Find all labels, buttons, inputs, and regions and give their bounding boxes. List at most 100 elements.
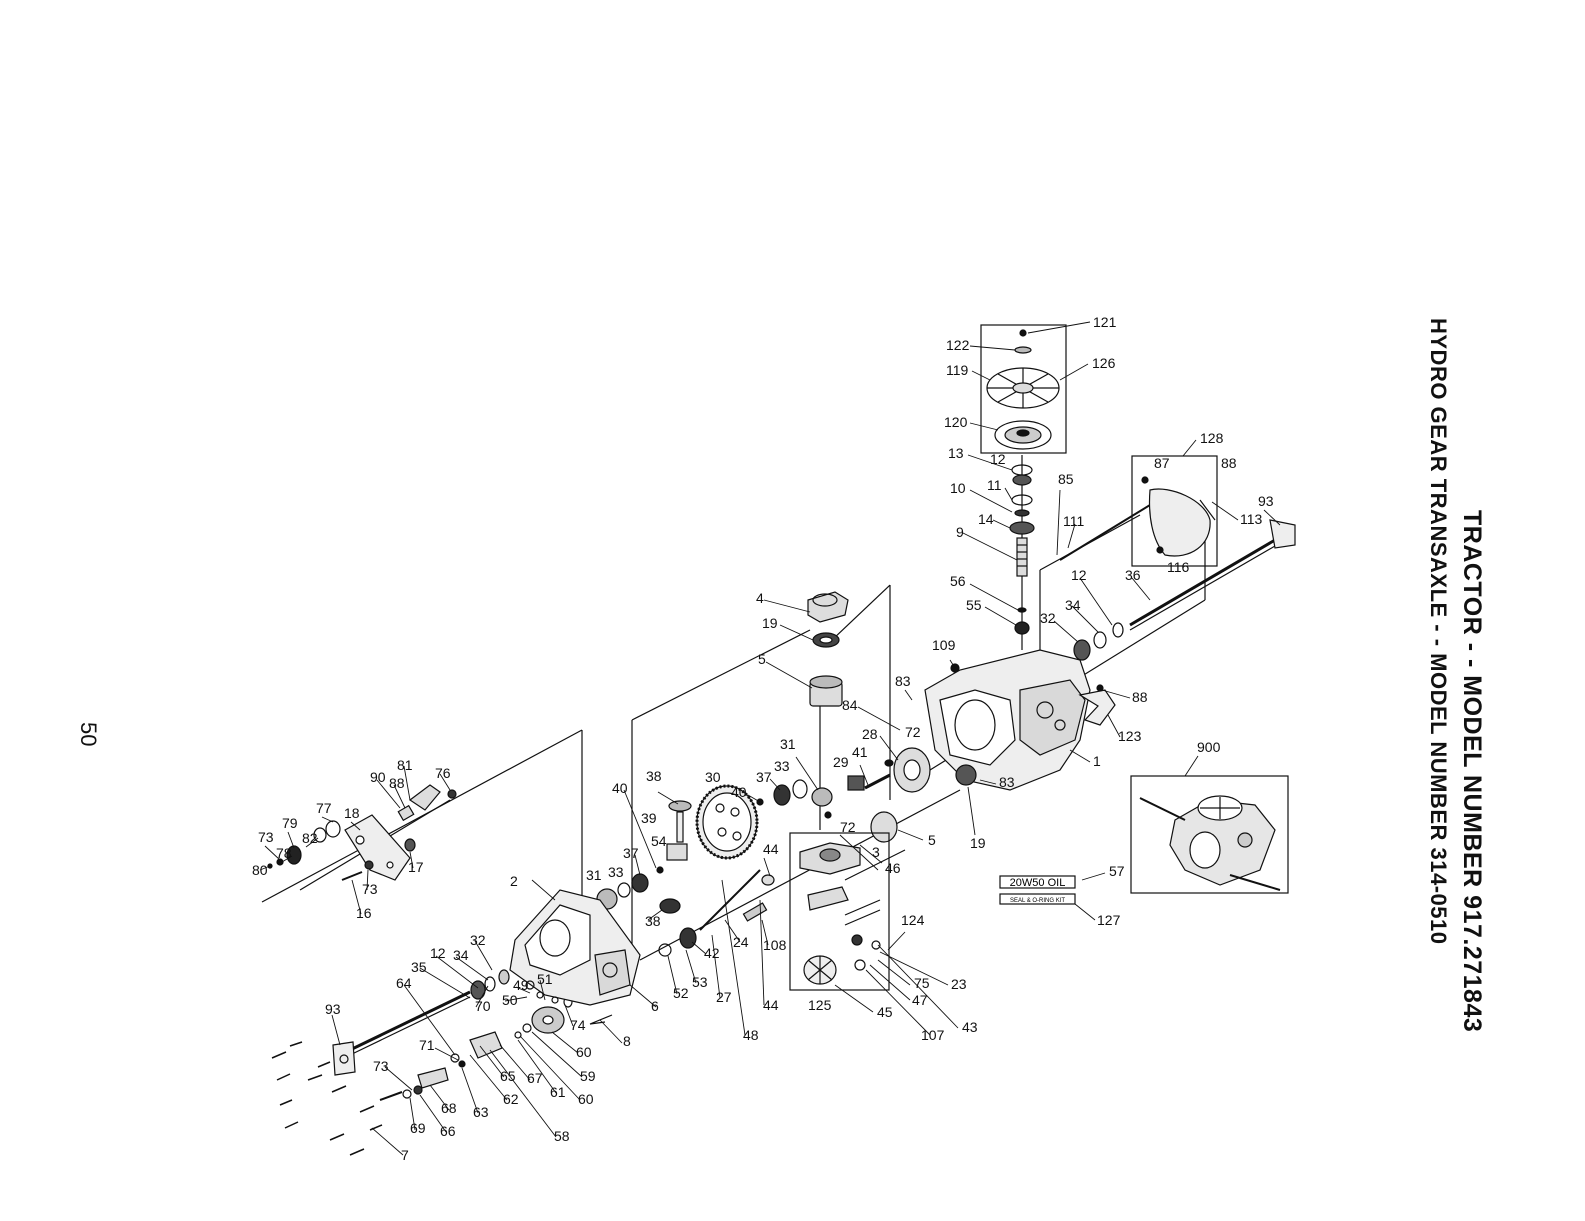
part-callout-107: 107 xyxy=(921,1027,945,1043)
part-callout-65: 65 xyxy=(500,1068,516,1084)
part-callout-35: 35 xyxy=(411,959,427,975)
part-callout-1: 1 xyxy=(1093,753,1101,769)
part-callout-19: 19 xyxy=(970,835,986,851)
part-callout-37: 37 xyxy=(623,845,639,861)
input-shaft xyxy=(1016,537,1028,577)
part-callout-49: 49 xyxy=(513,977,529,993)
part-callout-68: 68 xyxy=(441,1100,457,1116)
part-callout-88: 88 xyxy=(1221,455,1237,471)
part-callout-36: 36 xyxy=(1125,567,1141,583)
shaft-39 xyxy=(676,811,684,843)
axis-line-charge xyxy=(844,849,906,881)
part-callout-61: 61 xyxy=(550,1084,566,1100)
gear-38-lower xyxy=(659,898,681,914)
part-callout-79: 79 xyxy=(282,815,298,831)
part-callout-70: 70 xyxy=(475,998,491,1014)
input-bearing xyxy=(1009,521,1035,535)
part-callout-63: 63 xyxy=(473,1104,489,1120)
axle-36 xyxy=(1129,538,1276,627)
fan-pulley-box xyxy=(980,324,1067,454)
part-callout-120: 120 xyxy=(944,414,968,430)
part-callout-111: 111 xyxy=(1063,513,1084,529)
part-callout-40: 40 xyxy=(731,784,747,800)
axle-35 xyxy=(349,990,471,1052)
part-callout-900: 900 xyxy=(1197,739,1221,755)
part-callout-47: 47 xyxy=(912,992,928,1008)
part-callout-3: 3 xyxy=(872,844,880,860)
part-callout-62: 62 xyxy=(503,1091,519,1107)
part-callout-85: 85 xyxy=(1058,471,1074,487)
part-callout-90: 90 xyxy=(370,769,386,785)
axis-line-top xyxy=(631,629,811,721)
part-callout-2: 2 xyxy=(510,873,518,889)
part-callout-27: 27 xyxy=(716,989,732,1005)
part-callout-108: 108 xyxy=(763,937,787,953)
part-callout-51: 51 xyxy=(537,971,553,987)
part-callout-52: 52 xyxy=(673,985,689,1001)
shaft-108 xyxy=(742,902,768,922)
part-callout-45: 45 xyxy=(877,1004,893,1020)
shaft-41 xyxy=(864,773,891,790)
part-callout-46: 46 xyxy=(885,860,901,876)
part-callout-41: 41 xyxy=(852,744,868,760)
part-callout-81: 81 xyxy=(397,757,413,773)
part-callout-12: 12 xyxy=(990,451,1006,467)
part-callout-72: 72 xyxy=(905,724,921,740)
part-callout-12: 12 xyxy=(430,945,446,961)
gear-31-upper xyxy=(811,787,833,807)
part-callout-87: 87 xyxy=(1154,455,1170,471)
part-callout-67: 67 xyxy=(527,1070,543,1086)
pinion-29 xyxy=(847,775,865,791)
part-callout-122: 122 xyxy=(946,337,970,353)
part-callout-88: 88 xyxy=(389,775,405,791)
part-callout-5: 5 xyxy=(928,832,936,848)
part-callout-6: 6 xyxy=(651,998,659,1014)
oil-label: 20W50 OIL xyxy=(1010,877,1066,889)
part-callout-58: 58 xyxy=(554,1128,570,1144)
part-callout-127: 127 xyxy=(1097,912,1121,928)
block-54 xyxy=(666,843,688,861)
part-callout-19: 19 xyxy=(762,615,778,631)
shaft-24 xyxy=(699,869,761,931)
pulley xyxy=(994,420,1052,450)
part-callout-24: 24 xyxy=(733,934,749,950)
cover-plate xyxy=(1148,488,1211,557)
part-callout-40: 40 xyxy=(612,780,628,796)
part-callout-28: 28 xyxy=(862,726,878,742)
part-callout-80: 80 xyxy=(252,862,268,878)
gear-42 xyxy=(679,927,697,949)
nut-121 xyxy=(1019,329,1027,337)
part-callout-83: 83 xyxy=(895,673,911,689)
part-callout-116: 116 xyxy=(1167,559,1190,575)
part-callout-76: 76 xyxy=(435,765,451,781)
gear-37-lower xyxy=(631,873,649,893)
part-callout-33: 33 xyxy=(774,758,790,774)
part-callout-88: 88 xyxy=(1132,689,1148,705)
part-callout-10: 10 xyxy=(950,480,966,496)
kit-box-128 xyxy=(1131,455,1218,567)
part-callout-14: 14 xyxy=(978,511,994,527)
part-callout-124: 124 xyxy=(901,912,925,928)
part-callout-48: 48 xyxy=(743,1027,759,1043)
part-callout-59: 59 xyxy=(580,1068,596,1084)
pump-block-55 xyxy=(1014,621,1030,635)
part-callout-33: 33 xyxy=(608,864,624,880)
part-callout-4: 4 xyxy=(756,590,764,606)
part-callout-17: 17 xyxy=(408,859,424,875)
part-callout-75: 75 xyxy=(914,975,930,991)
inset-box-900 xyxy=(1130,775,1289,894)
axis-line-gear-top xyxy=(831,584,891,641)
part-callout-30: 30 xyxy=(705,769,721,785)
part-callout-125: 125 xyxy=(808,997,832,1013)
part-callout-54: 54 xyxy=(651,833,667,849)
part-callout-56: 56 xyxy=(950,573,966,589)
bearing-32-left xyxy=(470,980,486,1000)
axis-line-brake xyxy=(261,729,583,903)
part-callout-23: 23 xyxy=(951,976,967,992)
center-section-4 xyxy=(807,591,849,623)
part-callout-60: 60 xyxy=(576,1044,592,1060)
bolts-7 xyxy=(271,1041,383,1156)
part-callout-31: 31 xyxy=(780,736,796,752)
